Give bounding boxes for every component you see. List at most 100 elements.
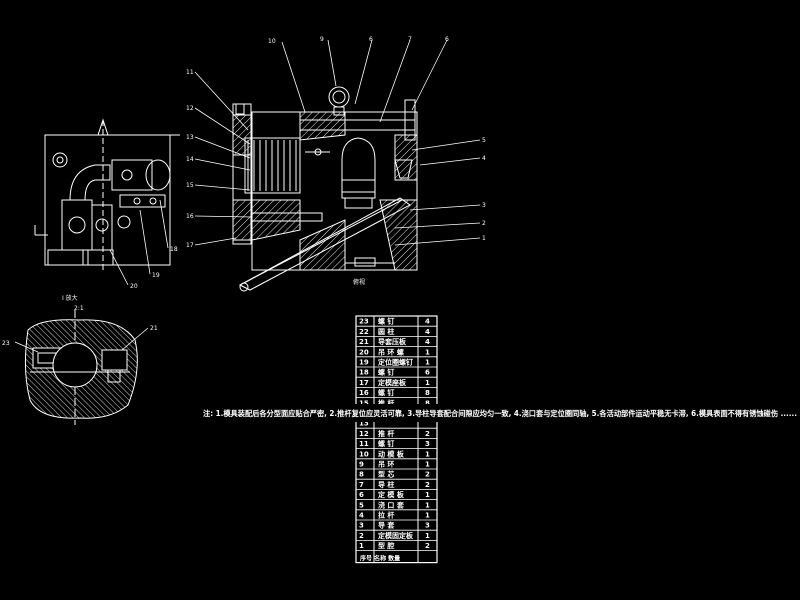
parts-list-name: 定位圈螺钉 [378,358,413,367]
callout-3: 3 [482,202,486,209]
parts-list-name: 定模固定板 [378,531,414,540]
parts-list-no: 7 [359,481,364,489]
parts-list-qty: 2 [425,471,430,479]
parts-list-no: 4 [359,512,364,520]
parts-list-name: 浇 口 套 [378,500,405,509]
parts-list-name: 动 模 板 [378,449,405,458]
parts-list-name: 导 套 [378,521,395,530]
callout-10: 10 [268,38,276,45]
parts-list-name: 吊 环 [378,460,394,469]
parts-list-name: 推 杆 [378,429,394,438]
parts-list-name: 圆 柱 [378,327,394,336]
parts-list-qty: 1 [425,359,430,367]
parts-list-no: 20 [359,348,369,356]
side-view: 18 19 20 [34,118,180,290]
parts-list-name: 导套压板 [378,337,407,346]
section-caption: 俯视 [353,278,365,286]
parts-list-no: 9 [359,461,364,469]
parts-list-qty: 1 [425,532,430,540]
parts-list-no: 13 [359,420,369,428]
parts-list-qty: 1 [425,501,430,509]
parts-list-no: 22 [359,328,369,336]
parts-list-frame [355,315,438,564]
parts-list-qty: 3 [425,440,430,448]
callout-21: 21 [150,325,158,332]
elbow-pipe [69,164,111,201]
callout-7: 7 [408,36,412,43]
parts-list-qty: 1 [425,348,430,356]
spring-pack [244,137,301,194]
parts-list-name: 螺 钉 [378,439,394,448]
parts-list-qty: 4 [425,338,430,346]
callout-19: 19 [152,272,160,279]
parts-list-name: 型 芯 [378,470,394,479]
callout-18: 18 [170,246,178,253]
section-view: 10 9 6 7 6 11 12 13 14 15 16 17 5 4 3 2 … [186,36,486,292]
callout-23: 23 [2,340,10,347]
parts-list-footer: 序号 名称 数量 [359,555,400,563]
lifting-ring [328,86,350,108]
parts-list-no: 3 [359,522,364,530]
callout-6: 6 [445,36,449,43]
technical-notes: 注: 1.模具装配后各分型面应贴合严密, 2.推杆复位应灵活可靠, 3.导柱导套… [203,408,797,418]
callout-1: 1 [482,235,486,242]
parts-list-qty: 4 [425,328,430,336]
parts-list-no: 17 [359,379,369,387]
parts-list-no: 8 [359,471,364,479]
core-insert [341,137,376,193]
detail-view: I 放大 2:1 23 21 [2,294,158,425]
parts-list-qty: 2 [425,481,430,489]
parts-list-no: 1 [359,542,364,550]
parts-list-name: 螺 钉 [378,388,394,397]
parts-list-qty: 6 [425,369,430,377]
parts-list-name: 螺 钉 [378,368,394,377]
sprue-bushing [394,159,413,179]
callout-16: 16 [186,213,194,220]
parts-list-name: 螺 钉 [378,317,394,326]
parts-list-qty: 2 [425,542,430,550]
parts-list-no: 2 [359,532,364,540]
callout-2: 2 [482,220,486,227]
callout-17: 17 [186,242,194,249]
parts-list-name: 推 杆 [378,398,394,407]
callout-13: 13 [186,134,194,141]
parts-list-no: 16 [359,389,369,397]
parts-list-name: 定模座板 [378,378,407,387]
callout-9: 9 [320,36,324,43]
parts-list-qty: 2 [425,430,430,438]
detail-scale: 2:1 [74,305,84,312]
parts-list-no: 23 [359,318,369,326]
callout-4: 4 [482,155,486,162]
callout-14: 14 [186,156,194,163]
parts-list-qty: 8 [425,399,430,407]
parts-list-name: 型 腔 [378,541,394,550]
parts-list-no: 6 [359,491,364,499]
parts-list-qty: 1 [425,461,430,469]
parts-list-qty: 1 [425,450,430,458]
callout-12: 12 [186,105,194,112]
parts-list-no: 11 [359,440,369,448]
parts-list-qty: 3 [425,522,430,530]
parts-list-qty: 8 [425,389,430,397]
parts-list-qty: 1 [425,379,430,387]
parts-list-name: 拉 杆 [378,511,394,520]
parts-list-no: 12 [359,430,369,438]
callout-5: 5 [482,137,486,144]
parts-list-name: 定 模 板 [378,490,405,499]
callout-15: 15 [186,182,194,189]
parts-list-no: 10 [359,450,369,458]
parts-list-no: 21 [359,338,369,346]
parts-list-no: 18 [359,369,369,377]
callout-20: 20 [130,283,138,290]
parts-list-name: 吊 环 螺 [378,347,404,356]
parts-list-qty: 4 [425,318,430,326]
parts-list-no: 15 [359,399,369,407]
parts-list-no: 5 [359,501,364,509]
detail-title: I 放大 [62,294,78,302]
parts-list-no: 19 [359,359,369,367]
callout-8-top: 6 [369,36,373,43]
callout-11: 11 [186,69,194,76]
parts-list-qty: 1 [425,491,430,499]
